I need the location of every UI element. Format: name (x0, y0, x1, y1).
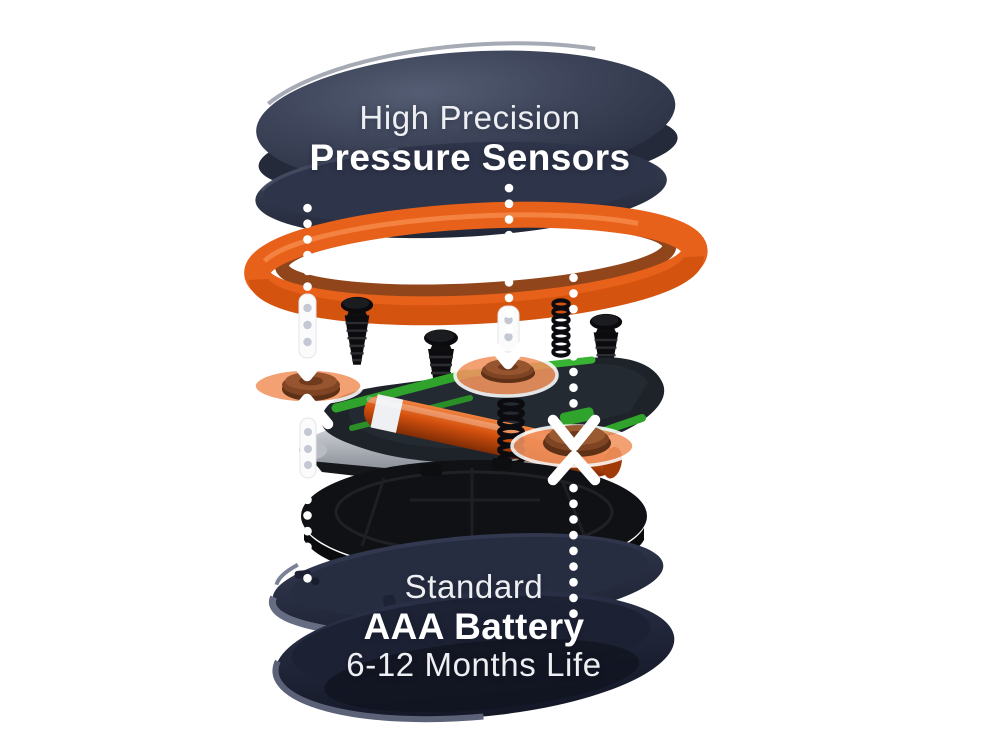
guide-pin-upper-center (497, 305, 520, 353)
guide-pin-lower-left (299, 417, 317, 479)
top-callout-line1: High Precision (359, 99, 581, 136)
arrow-down-icon (547, 414, 601, 452)
spring-upper (553, 300, 569, 355)
bottom-callout-line3: 6-12 Months Life (346, 645, 602, 683)
guide-pin-upper-left (298, 293, 317, 359)
sealing-ring (244, 201, 708, 326)
bottom-cover (272, 590, 675, 723)
callout-arrows (280, 332, 601, 486)
bottom-callout: Standard AAA Battery 6-12 Months Life (346, 569, 601, 682)
arrow-up-icon (547, 450, 601, 486)
arrow-up-icon (280, 393, 334, 430)
bottom-callout-line2: AAA Battery (363, 605, 585, 647)
arrow-down-icon (481, 332, 535, 370)
screw-left (339, 295, 375, 366)
top-callout-line2: Pressure Sensors (309, 136, 631, 178)
callout-dotted-lines (303, 183, 578, 629)
top-callout: High Precision Pressure Sensors (309, 100, 630, 178)
bottom-callout-line1: Standard (404, 568, 544, 605)
arrow-down-icon (280, 344, 334, 382)
